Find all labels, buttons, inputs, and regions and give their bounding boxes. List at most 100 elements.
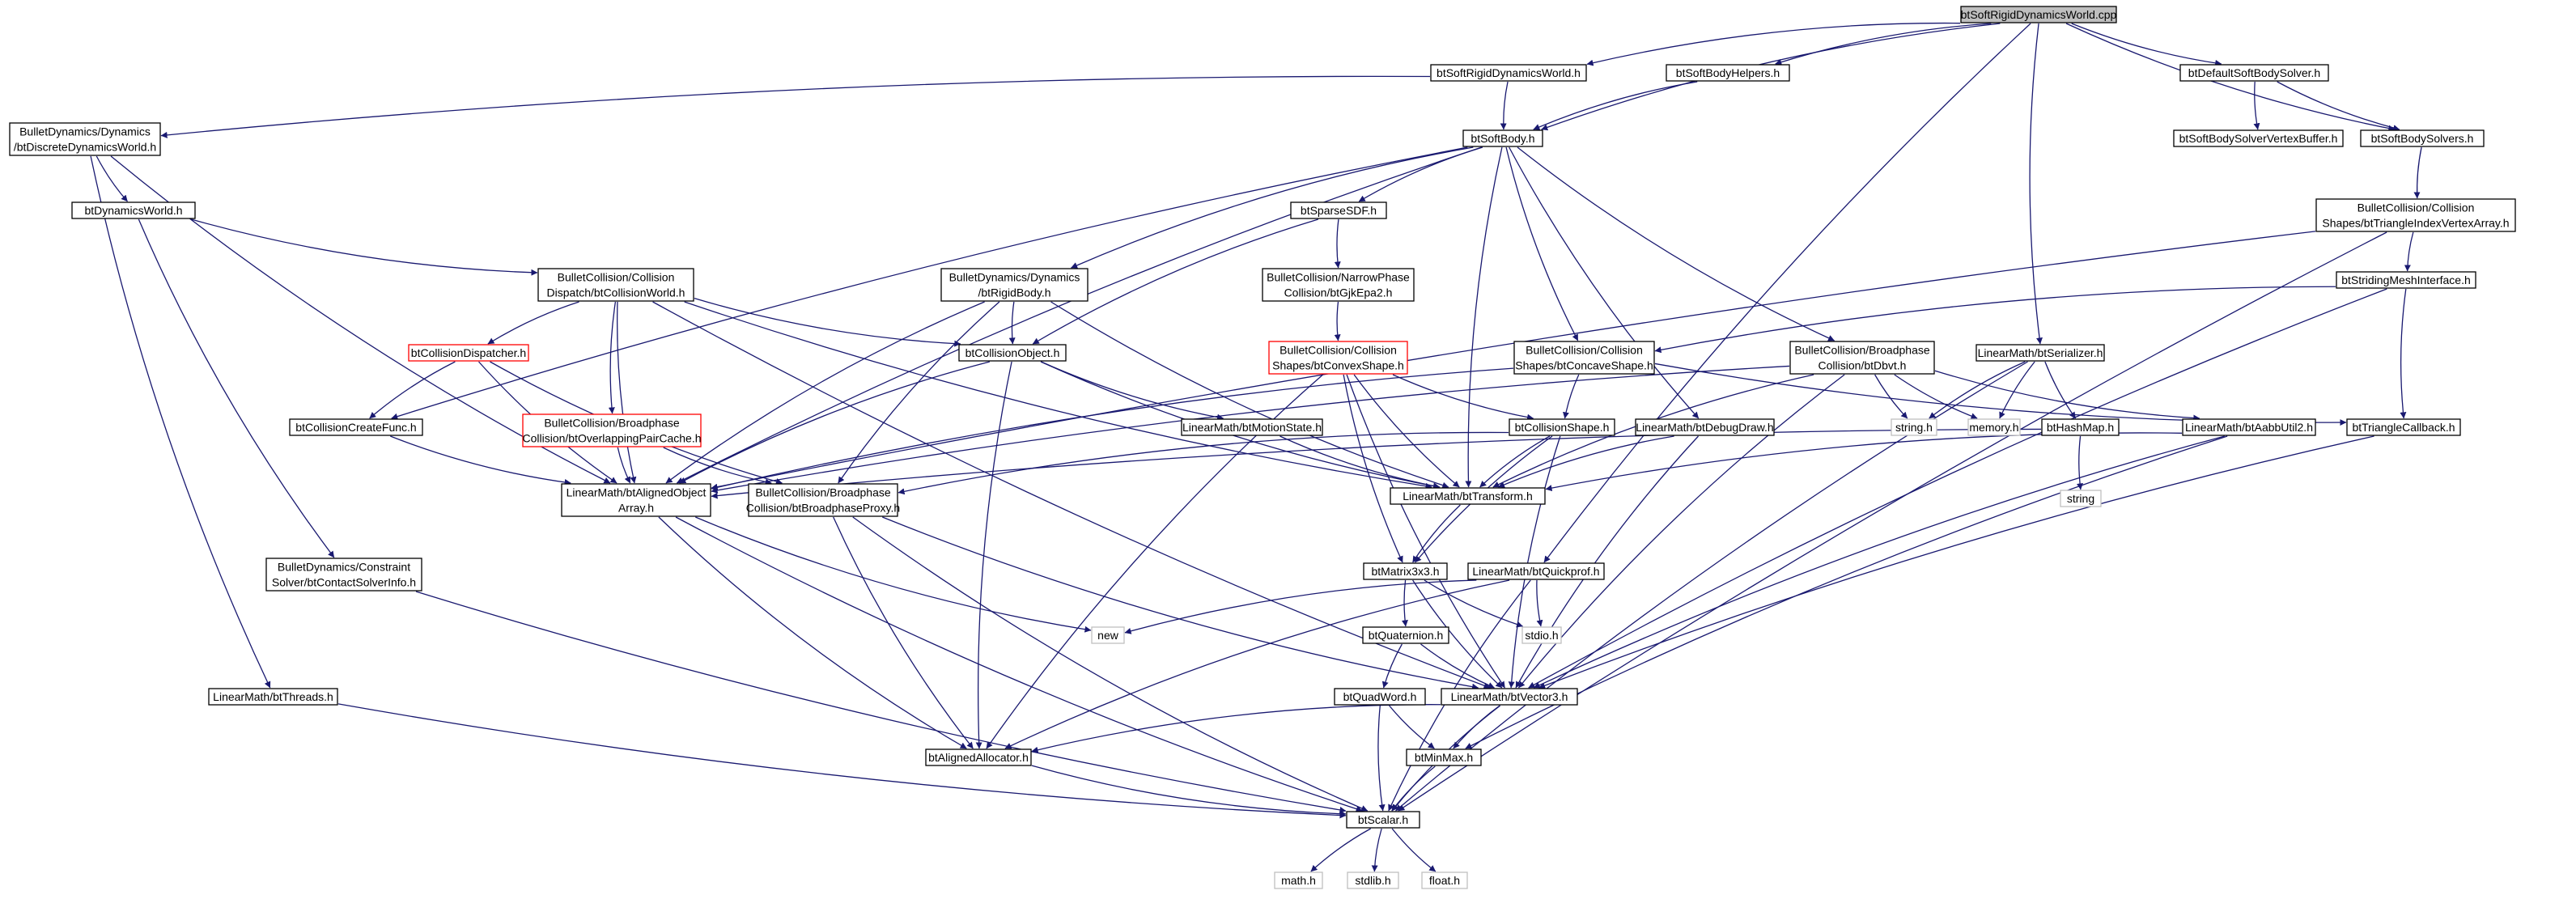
node-box — [2060, 490, 2102, 507]
edge-bproxy-to-vector3 — [882, 516, 1479, 690]
node-label: stdio.h — [1525, 629, 1558, 642]
edge-root-to-srdw_h — [1586, 22, 1961, 66]
node-box — [2182, 418, 2316, 436]
edge-convexshape-to-matrix — [1343, 374, 1403, 563]
node-debugdraw[interactable]: LinearMath/btDebugDraw.h — [1635, 418, 1775, 436]
node-minmax[interactable]: btMinMax.h — [1406, 748, 1482, 766]
edge-gjkepa-to-convexshape — [1334, 301, 1341, 341]
edge-srdw_h-to-ddw — [160, 75, 1431, 138]
edge-sbhelpers-to-softbody — [1533, 81, 1698, 130]
node-stridemesh[interactable]: btStridingMeshInterface.h — [2336, 271, 2476, 289]
node-label: string.h — [1895, 421, 1933, 434]
node-trivertarr[interactable]: BulletCollision/CollisionShapes/btTriang… — [2315, 198, 2516, 232]
node-colldispatch[interactable]: btCollisionDispatcher.h — [408, 344, 529, 362]
node-box — [408, 344, 529, 362]
edge-trivertarr-to-alignedarr — [711, 231, 2316, 490]
node-label: btSoftBodySolverVertexBuffer.h — [2179, 132, 2338, 145]
node-box — [925, 748, 1032, 766]
node-label: Shapes/btConvexShape.h — [1272, 359, 1404, 372]
node-srdw_h[interactable]: btSoftRigidDynamicsWorld.h — [1430, 64, 1587, 82]
node-label: /btRigidBody.h — [978, 286, 1050, 299]
node-matrix[interactable]: btMatrix3x3.h — [1363, 562, 1448, 580]
edge-layer — [90, 22, 2422, 872]
node-label: btCollisionShape.h — [1515, 421, 1610, 434]
node-root[interactable]: btSoftRigidDynamicsWorld.cpp — [1960, 6, 2117, 23]
node-label: btSoftBodyHelpers.h — [1676, 66, 1780, 79]
edge-minmax-to-scalar — [1391, 765, 1436, 812]
node-box — [1960, 6, 2117, 23]
node-label: LinearMath/btAabbUtil2.h — [2185, 421, 2313, 434]
node-label: btMatrix3x3.h — [1371, 565, 1439, 578]
edge-bproxy-to-alignedalloc — [833, 516, 974, 749]
node-dbvt[interactable]: BulletCollision/BroadphaseCollision/btDb… — [1789, 341, 1935, 375]
node-label: LinearMath/btVector3.h — [1451, 690, 1568, 703]
node-quickprof[interactable]: LinearMath/btQuickprof.h — [1467, 562, 1605, 580]
edge-concaveshape-to-collshape — [1563, 374, 1580, 419]
node-motionstate[interactable]: LinearMath/btMotionState.h — [1181, 418, 1323, 436]
node-collworld[interactable]: BulletCollision/CollisionDispatch/btColl… — [537, 268, 694, 302]
node-box — [1290, 201, 1387, 219]
node-box — [289, 418, 423, 436]
edge-serializer-to-stringh — [1929, 361, 2026, 419]
edge-alignedarr-to-scalar — [675, 516, 1363, 812]
node-label: stdlib.h — [1355, 874, 1390, 887]
edge-dsbsolver-to-sbsolvers — [2277, 81, 2400, 131]
node-ddw[interactable]: BulletDynamics/Dynamics/btDiscreteDynami… — [9, 122, 161, 156]
edge-dynworld-to-contactsolver — [138, 218, 335, 558]
node-softbody[interactable]: btSoftBody.h — [1462, 129, 1543, 147]
edge-collshape-to-transform — [1479, 435, 1551, 488]
node-box — [2346, 418, 2461, 436]
node-label: BulletCollision/Collision — [1280, 344, 1397, 357]
node-aabbutil[interactable]: LinearMath/btAabbUtil2.h — [2182, 418, 2316, 436]
edge-overlap-to-alignedarr — [617, 447, 631, 484]
edge-srdw_h-to-softbody — [1500, 81, 1509, 130]
node-bproxy[interactable]: BulletCollision/BroadphaseCollision/btBr… — [746, 483, 900, 517]
node-dsbsolver[interactable]: btDefaultSoftBodySolver.h — [2179, 64, 2329, 82]
node-box — [208, 688, 338, 706]
node-collcreate[interactable]: btCollisionCreateFunc.h — [289, 418, 423, 436]
node-threads[interactable]: LinearMath/btThreads.h — [208, 688, 338, 706]
node-tricallback[interactable]: btTriangleCallback.h — [2346, 418, 2461, 436]
node-concaveshape[interactable]: BulletCollision/CollisionShapes/btConcav… — [1513, 341, 1655, 375]
node-label: LinearMath/btTransform.h — [1403, 490, 1533, 503]
node-rigidbody[interactable]: BulletDynamics/Dynamics/btRigidBody.h — [940, 268, 1089, 302]
node-label: btDynamicsWorld.h — [84, 204, 182, 217]
node-hashmap[interactable]: btHashMap.h — [2041, 418, 2120, 436]
edge-collobj-to-motionstate — [1041, 361, 1224, 421]
node-sbsvb[interactable]: btSoftBodySolverVertexBuffer.h — [2173, 129, 2344, 147]
node-box — [1347, 871, 1399, 889]
node-sbsolvers[interactable]: btSoftBodySolvers.h — [2360, 129, 2485, 147]
node-label: btSparseSDF.h — [1301, 204, 1377, 217]
node-quaternion[interactable]: btQuaternion.h — [1362, 626, 1449, 644]
node-overlap[interactable]: BulletCollision/BroadphaseCollision/btOv… — [522, 413, 702, 447]
node-collshape[interactable]: btCollisionShape.h — [1509, 418, 1615, 436]
node-label: Shapes/btTriangleIndexVertexArray.h — [2322, 217, 2509, 230]
node-box — [1666, 64, 1790, 82]
node-box — [2179, 64, 2329, 82]
node-alignedalloc[interactable]: btAlignedAllocator.h — [925, 748, 1032, 766]
node-vector3[interactable]: LinearMath/btVector3.h — [1441, 688, 1578, 706]
node-box — [1462, 129, 1543, 147]
node-label: Collision/btGjkEpa2.h — [1284, 286, 1393, 299]
node-scalar[interactable]: btScalar.h — [1346, 811, 1420, 829]
node-dynworld[interactable]: btDynamicsWorld.h — [71, 201, 196, 219]
edge-contactsolver-to-scalar — [415, 591, 1347, 813]
node-box — [1262, 268, 1415, 302]
node-quadword[interactable]: btQuadWord.h — [1334, 688, 1426, 706]
node-contactsolver[interactable]: BulletDynamics/ConstraintSolver/btContac… — [265, 558, 422, 592]
node-serializer[interactable]: LinearMath/btSerializer.h — [1975, 344, 2105, 362]
node-transform[interactable]: LinearMath/btTransform.h — [1390, 487, 1546, 505]
node-label: new — [1097, 629, 1119, 642]
node-sbhelpers[interactable]: btSoftBodyHelpers.h — [1666, 64, 1790, 82]
node-box — [1430, 64, 1587, 82]
edge-ddw-to-threads — [90, 155, 271, 689]
node-stringstd: string — [2060, 490, 2102, 507]
node-box — [561, 483, 711, 517]
node-collobj[interactable]: btCollisionObject.h — [958, 344, 1067, 362]
node-convexshape[interactable]: BulletCollision/CollisionShapes/btConvex… — [1268, 341, 1408, 375]
node-gjkepa[interactable]: BulletCollision/NarrowPhaseCollision/btG… — [1262, 268, 1415, 302]
node-sparsesdf[interactable]: btSparseSDF.h — [1290, 201, 1387, 219]
node-box — [748, 483, 898, 517]
